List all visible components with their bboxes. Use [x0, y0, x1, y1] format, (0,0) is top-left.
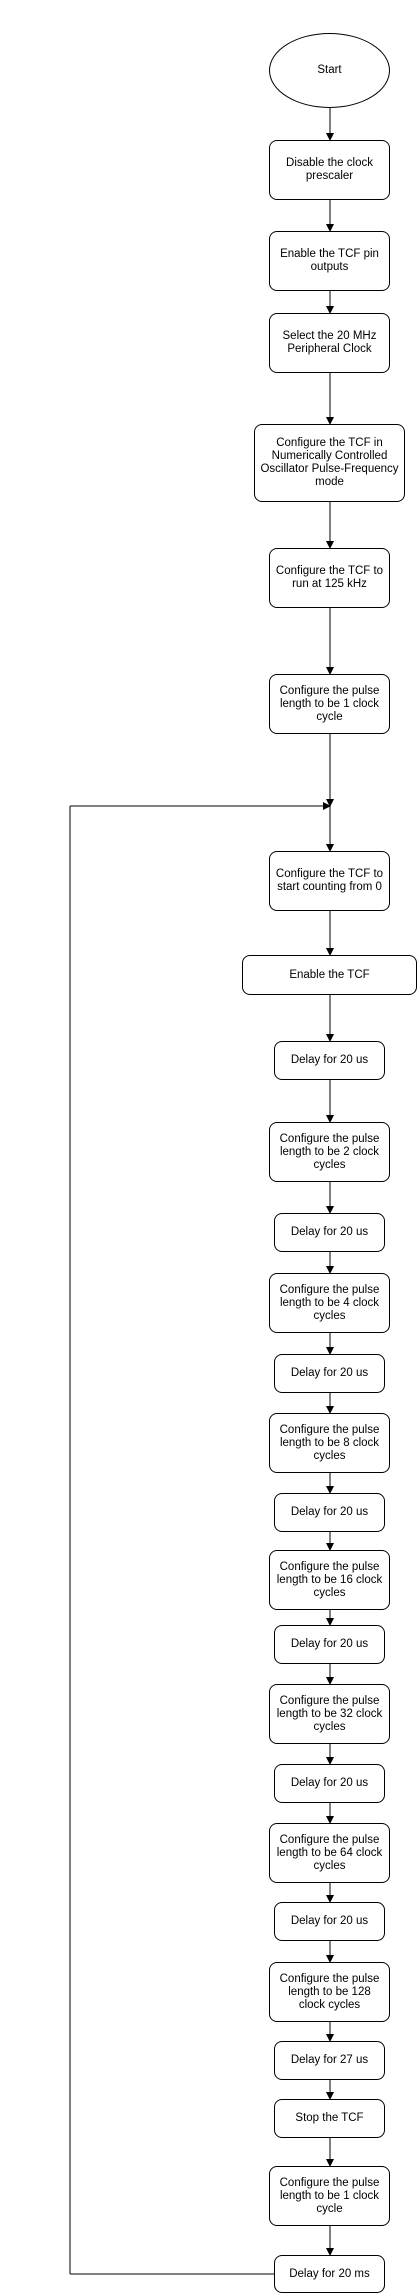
process-step-10: Configure the pulse length to be 2 clock…	[269, 1122, 390, 1182]
process-step-23: Delay for 27 us	[274, 2041, 385, 2080]
process-step-16: Configure the pulse length to be 16 cloc…	[269, 1550, 390, 1610]
process-step-15: Delay for 20 us	[274, 1493, 385, 1532]
start-node: Start	[269, 33, 390, 108]
process-step-24: Stop the TCF	[274, 2099, 385, 2138]
process-step-21: Delay for 20 us	[274, 1902, 385, 1941]
process-step-19: Delay for 20 us	[274, 1764, 385, 1803]
process-step-6: Configure the pulse length to be 1 clock…	[269, 674, 390, 734]
process-step-20: Configure the pulse length to be 64 cloc…	[269, 1823, 390, 1883]
process-step-14: Configure the pulse length to be 8 clock…	[269, 1413, 390, 1473]
process-step-9: Delay for 20 us	[274, 1041, 385, 1080]
process-step-26: Delay for 20 ms	[274, 2255, 385, 2293]
process-step-1: Disable the clock prescaler	[269, 140, 390, 200]
process-step-2: Enable the TCF pin outputs	[269, 231, 390, 291]
process-step-22: Configure the pulse length to be 128 clo…	[269, 1962, 390, 2022]
process-step-8: Enable the TCF	[242, 955, 417, 995]
process-step-12: Configure the pulse length to be 4 clock…	[269, 1273, 390, 1333]
process-step-7: Configure the TCF to start counting from…	[269, 851, 390, 911]
process-step-13: Delay for 20 us	[274, 1354, 385, 1393]
process-step-25: Configure the pulse length to be 1 clock…	[269, 2166, 390, 2226]
process-step-3: Select the 20 MHz Peripheral Clock	[269, 313, 390, 373]
process-step-5: Configure the TCF to run at 125 kHz	[269, 548, 390, 608]
process-step-11: Delay for 20 us	[274, 1213, 385, 1252]
process-step-4: Configure the TCF in Numerically Control…	[254, 424, 405, 502]
process-step-17: Delay for 20 us	[274, 1625, 385, 1664]
process-step-18: Configure the pulse length to be 32 cloc…	[269, 1684, 390, 1744]
